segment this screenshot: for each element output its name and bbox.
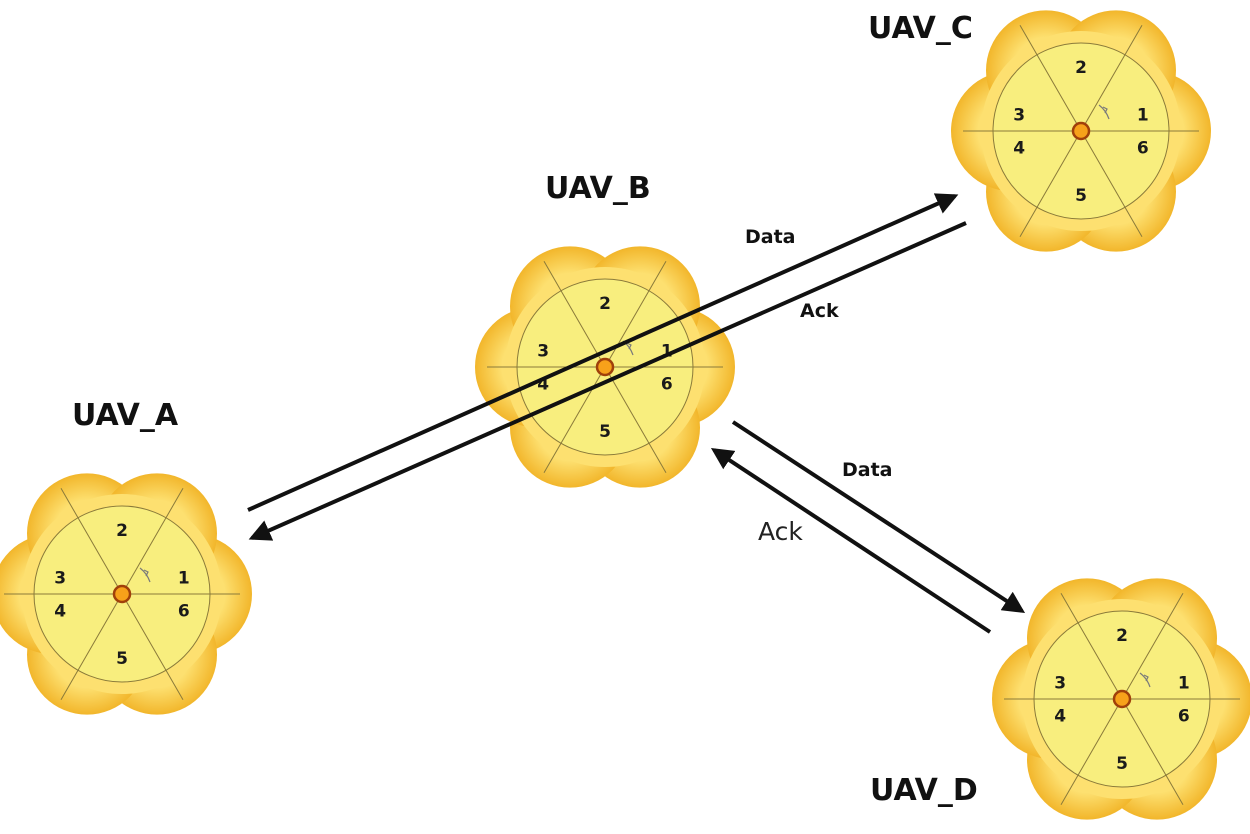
angle-arrow [1102, 106, 1108, 114]
sector-number-6: 6 [1178, 707, 1190, 727]
node-center-marker [1071, 121, 1091, 141]
sector-number-3: 3 [1013, 105, 1025, 125]
ack-arrow-c-to-a [248, 221, 967, 541]
sector-number-4: 4 [1013, 139, 1025, 159]
sector-number-6: 6 [661, 375, 673, 395]
sector-number-4: 4 [1054, 707, 1066, 727]
data-arrow-a-to-c [247, 193, 959, 512]
link-label-ack-upper: Ack [800, 300, 839, 322]
sector-number-3: 3 [537, 341, 549, 361]
sector-number-5: 5 [1116, 754, 1128, 774]
sector-number-2: 2 [599, 294, 611, 314]
node-center-marker [112, 584, 132, 604]
link-label-data-upper: Data [745, 226, 796, 248]
node-center-marker [595, 357, 615, 377]
angle-arc [1098, 104, 1110, 120]
uav-node-c: 1 2 3 4 5 6 [951, 10, 1211, 252]
sector-number-5: 5 [116, 649, 128, 669]
uav-d-label: UAV_D [870, 773, 978, 808]
node-center-marker [1112, 689, 1132, 709]
sector-number-2: 2 [1116, 626, 1128, 646]
sector-number-6: 6 [178, 602, 190, 622]
ack-arrow-d-to-b [710, 447, 992, 634]
angle-arrow [143, 569, 149, 577]
sector-number-5: 5 [599, 422, 611, 442]
sector-number-2: 2 [1075, 58, 1087, 78]
uav-c-label: UAV_C [868, 11, 973, 46]
angle-arc [1139, 672, 1151, 688]
sector-number-4: 4 [54, 602, 66, 622]
angle-arrow [626, 342, 632, 350]
uav-b-label: UAV_B [545, 171, 651, 206]
data-arrow-b-to-d [731, 420, 1026, 614]
sector-number-1: 1 [1137, 105, 1149, 125]
angle-arc [139, 567, 151, 583]
angle-arc [622, 340, 634, 356]
sector-number-2: 2 [116, 521, 128, 541]
sector-number-3: 3 [1054, 673, 1066, 693]
sector-number-1: 1 [178, 568, 190, 588]
sector-number-1: 1 [1178, 673, 1190, 693]
uav-node-a: 1 2 3 4 5 6 [0, 473, 252, 715]
uav-node-d: 1 2 3 4 5 6 [992, 578, 1250, 820]
sector-number-1: 1 [661, 341, 673, 361]
link-label-ack-lower: Ack [758, 517, 803, 546]
angle-arrow [1143, 674, 1149, 682]
uav-a-label: UAV_A [72, 398, 179, 433]
sector-number-6: 6 [1137, 139, 1149, 159]
link-label-data-lower: Data [842, 459, 893, 481]
sector-number-5: 5 [1075, 186, 1087, 206]
sector-number-3: 3 [54, 568, 66, 588]
